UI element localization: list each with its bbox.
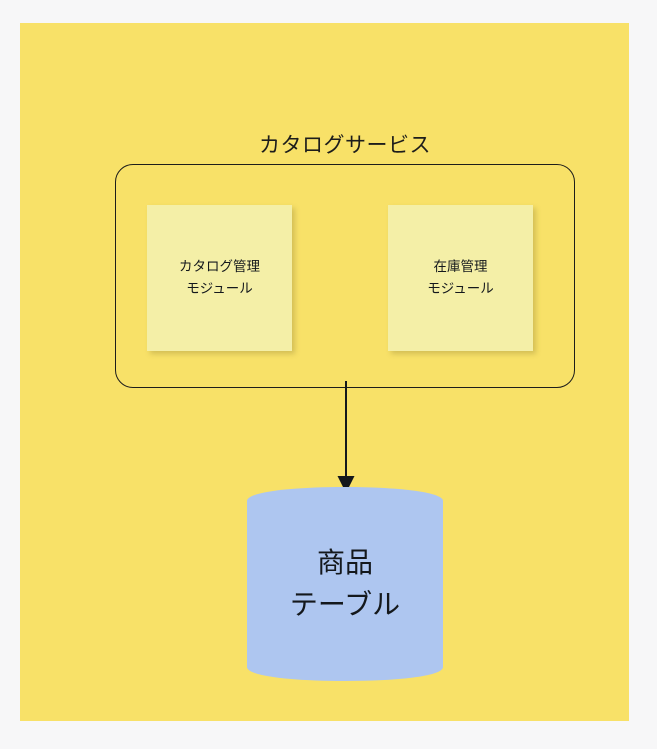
connector-arrow-service-to-database	[337, 381, 355, 493]
module-inventory-management[interactable]: 在庫管理 モジュール	[388, 205, 533, 351]
module-catalog-management-label: カタログ管理 モジュール	[179, 259, 260, 296]
module-inventory-management-label: 在庫管理 モジュール	[427, 259, 494, 296]
module-catalog-management[interactable]: カタログ管理 モジュール	[147, 205, 292, 351]
database-cylinder-product-table[interactable]	[245, 485, 445, 683]
diagram-canvas: カタログサービス カタログ管理 モジュール 在庫管理 モジュール 商品 テーブル	[20, 23, 629, 721]
service-group-title: カタログサービス	[259, 134, 431, 157]
